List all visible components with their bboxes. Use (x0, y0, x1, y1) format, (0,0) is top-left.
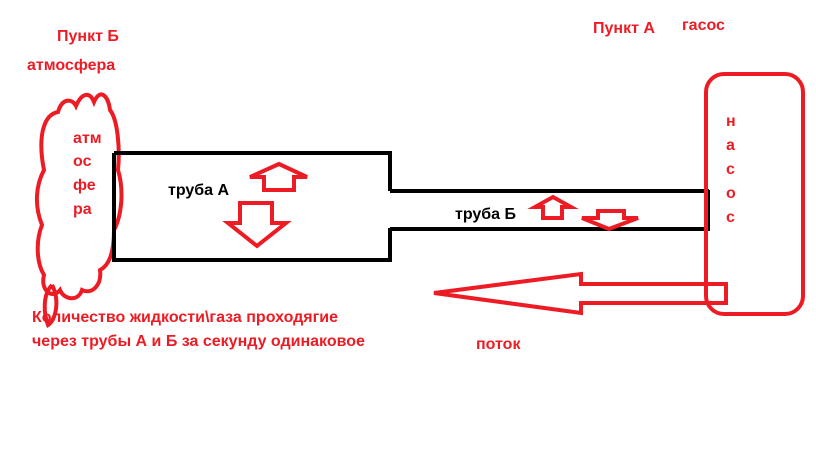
flow-arrow-icon (433, 271, 728, 316)
pump-box (704, 72, 805, 316)
point-b-label: Пункт Б (57, 28, 119, 45)
cloud-text-line: ра (73, 201, 92, 218)
cloud-text-line: фе (73, 177, 96, 194)
pump-top-label: гасос (682, 17, 725, 34)
pipe-b-label: труба Б (455, 206, 516, 223)
pump-letter: а (726, 137, 735, 154)
point-a-label: Пункт А (593, 20, 655, 37)
pressure-down-arrow-icon (581, 209, 639, 232)
cloud-text-line: атм (73, 130, 102, 147)
atmosphere-label: атмосфера (27, 57, 115, 74)
pressure-down-arrow-icon (222, 201, 292, 249)
pressure-up-arrow-icon (527, 194, 579, 220)
flow-label: поток (476, 336, 521, 353)
pump-letter: с (726, 161, 735, 178)
atmosphere-cloud (35, 92, 124, 301)
pump-letter: о (726, 185, 736, 202)
cloud-text-line: ос (73, 153, 92, 170)
cloud-tail (42, 283, 59, 328)
pump-letter: с (726, 209, 735, 226)
pipe-a (112, 151, 392, 262)
pump-letter: н (726, 113, 736, 130)
pipe-b (390, 189, 710, 231)
pressure-up-arrow-icon (249, 161, 308, 192)
note-line: через трубы А и Б за секунду одинаковое (32, 333, 365, 350)
pipe-a-label: труба А (168, 182, 230, 199)
note-line: Количество жидкости\газа проходягие (32, 309, 338, 326)
